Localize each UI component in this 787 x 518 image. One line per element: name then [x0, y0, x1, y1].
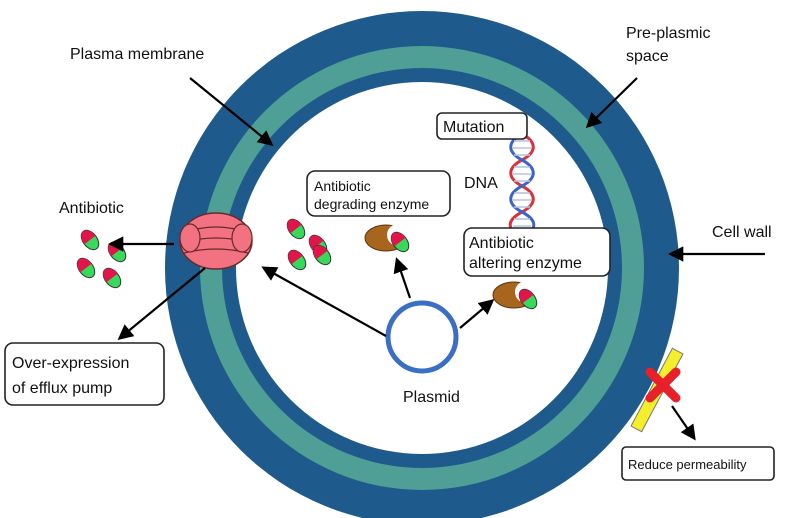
arrow-to-reduce-permeability	[671, 405, 696, 441]
degrading-enzyme-label-box	[306, 170, 451, 217]
label-pre-plasmic-2: space	[626, 48, 669, 65]
antibiotic-capsule	[390, 231, 410, 253]
plasmid-ring	[385, 300, 459, 374]
arrow-plasmid-to-degrading	[393, 257, 412, 299]
label-altering-1: Antibiotic	[469, 235, 534, 252]
label-pre-plasmic-1: Pre-plasmic	[626, 25, 710, 42]
arrow-pre-plasmic	[585, 77, 638, 129]
antibiotic-group-inside	[286, 218, 332, 271]
arrows	[107, 77, 765, 441]
label-efflux-2: of efflux pump	[12, 380, 112, 397]
arrow-plasma-membrane	[189, 77, 274, 146]
altering-enzyme-label-box	[463, 227, 611, 277]
label-degrading-1: Antibiotic	[314, 178, 371, 194]
label-efflux-1: Over-expression	[12, 355, 129, 372]
label-altering-2: altering enzyme	[469, 255, 582, 272]
antibiotic-capsule	[312, 244, 332, 266]
antibiotic-capsule	[286, 218, 306, 240]
label-mutation: Mutation	[443, 119, 504, 136]
block-x-icon	[645, 367, 681, 403]
degrading-enzyme	[364, 224, 410, 253]
antibiotic-capsule	[80, 229, 100, 251]
label-plasma-membrane: Plasma membrane	[70, 46, 204, 63]
antibiotic-group-outside	[76, 229, 127, 289]
antibiotic-capsule	[518, 288, 538, 310]
label-cell-wall: Cell wall	[712, 224, 772, 241]
efflux-label-box	[4, 342, 165, 406]
label-degrading-2: degrading enzyme	[314, 196, 429, 212]
efflux-pump	[179, 212, 253, 270]
label-reduce-permeability: Reduce permeability	[628, 457, 747, 472]
dna-strand-blue	[509, 132, 536, 238]
mutation-label-box	[436, 112, 528, 140]
antibiotic-capsule	[102, 267, 122, 289]
arrow-pump-to-efflux-label	[117, 267, 206, 340]
arrow-plasmid-to-altering	[459, 299, 495, 329]
label-dna: DNA	[464, 175, 498, 192]
arrow-plasmid-to-pump	[261, 266, 387, 337]
altering-enzyme	[492, 281, 538, 310]
antibiotic-capsule	[76, 257, 96, 279]
antibiotic-capsule	[287, 249, 307, 271]
dna-helix	[508, 132, 536, 238]
permeability-label-box	[621, 446, 775, 481]
label-plasmid: Plasmid	[403, 389, 460, 406]
label-antibiotic: Antibiotic	[59, 200, 124, 217]
